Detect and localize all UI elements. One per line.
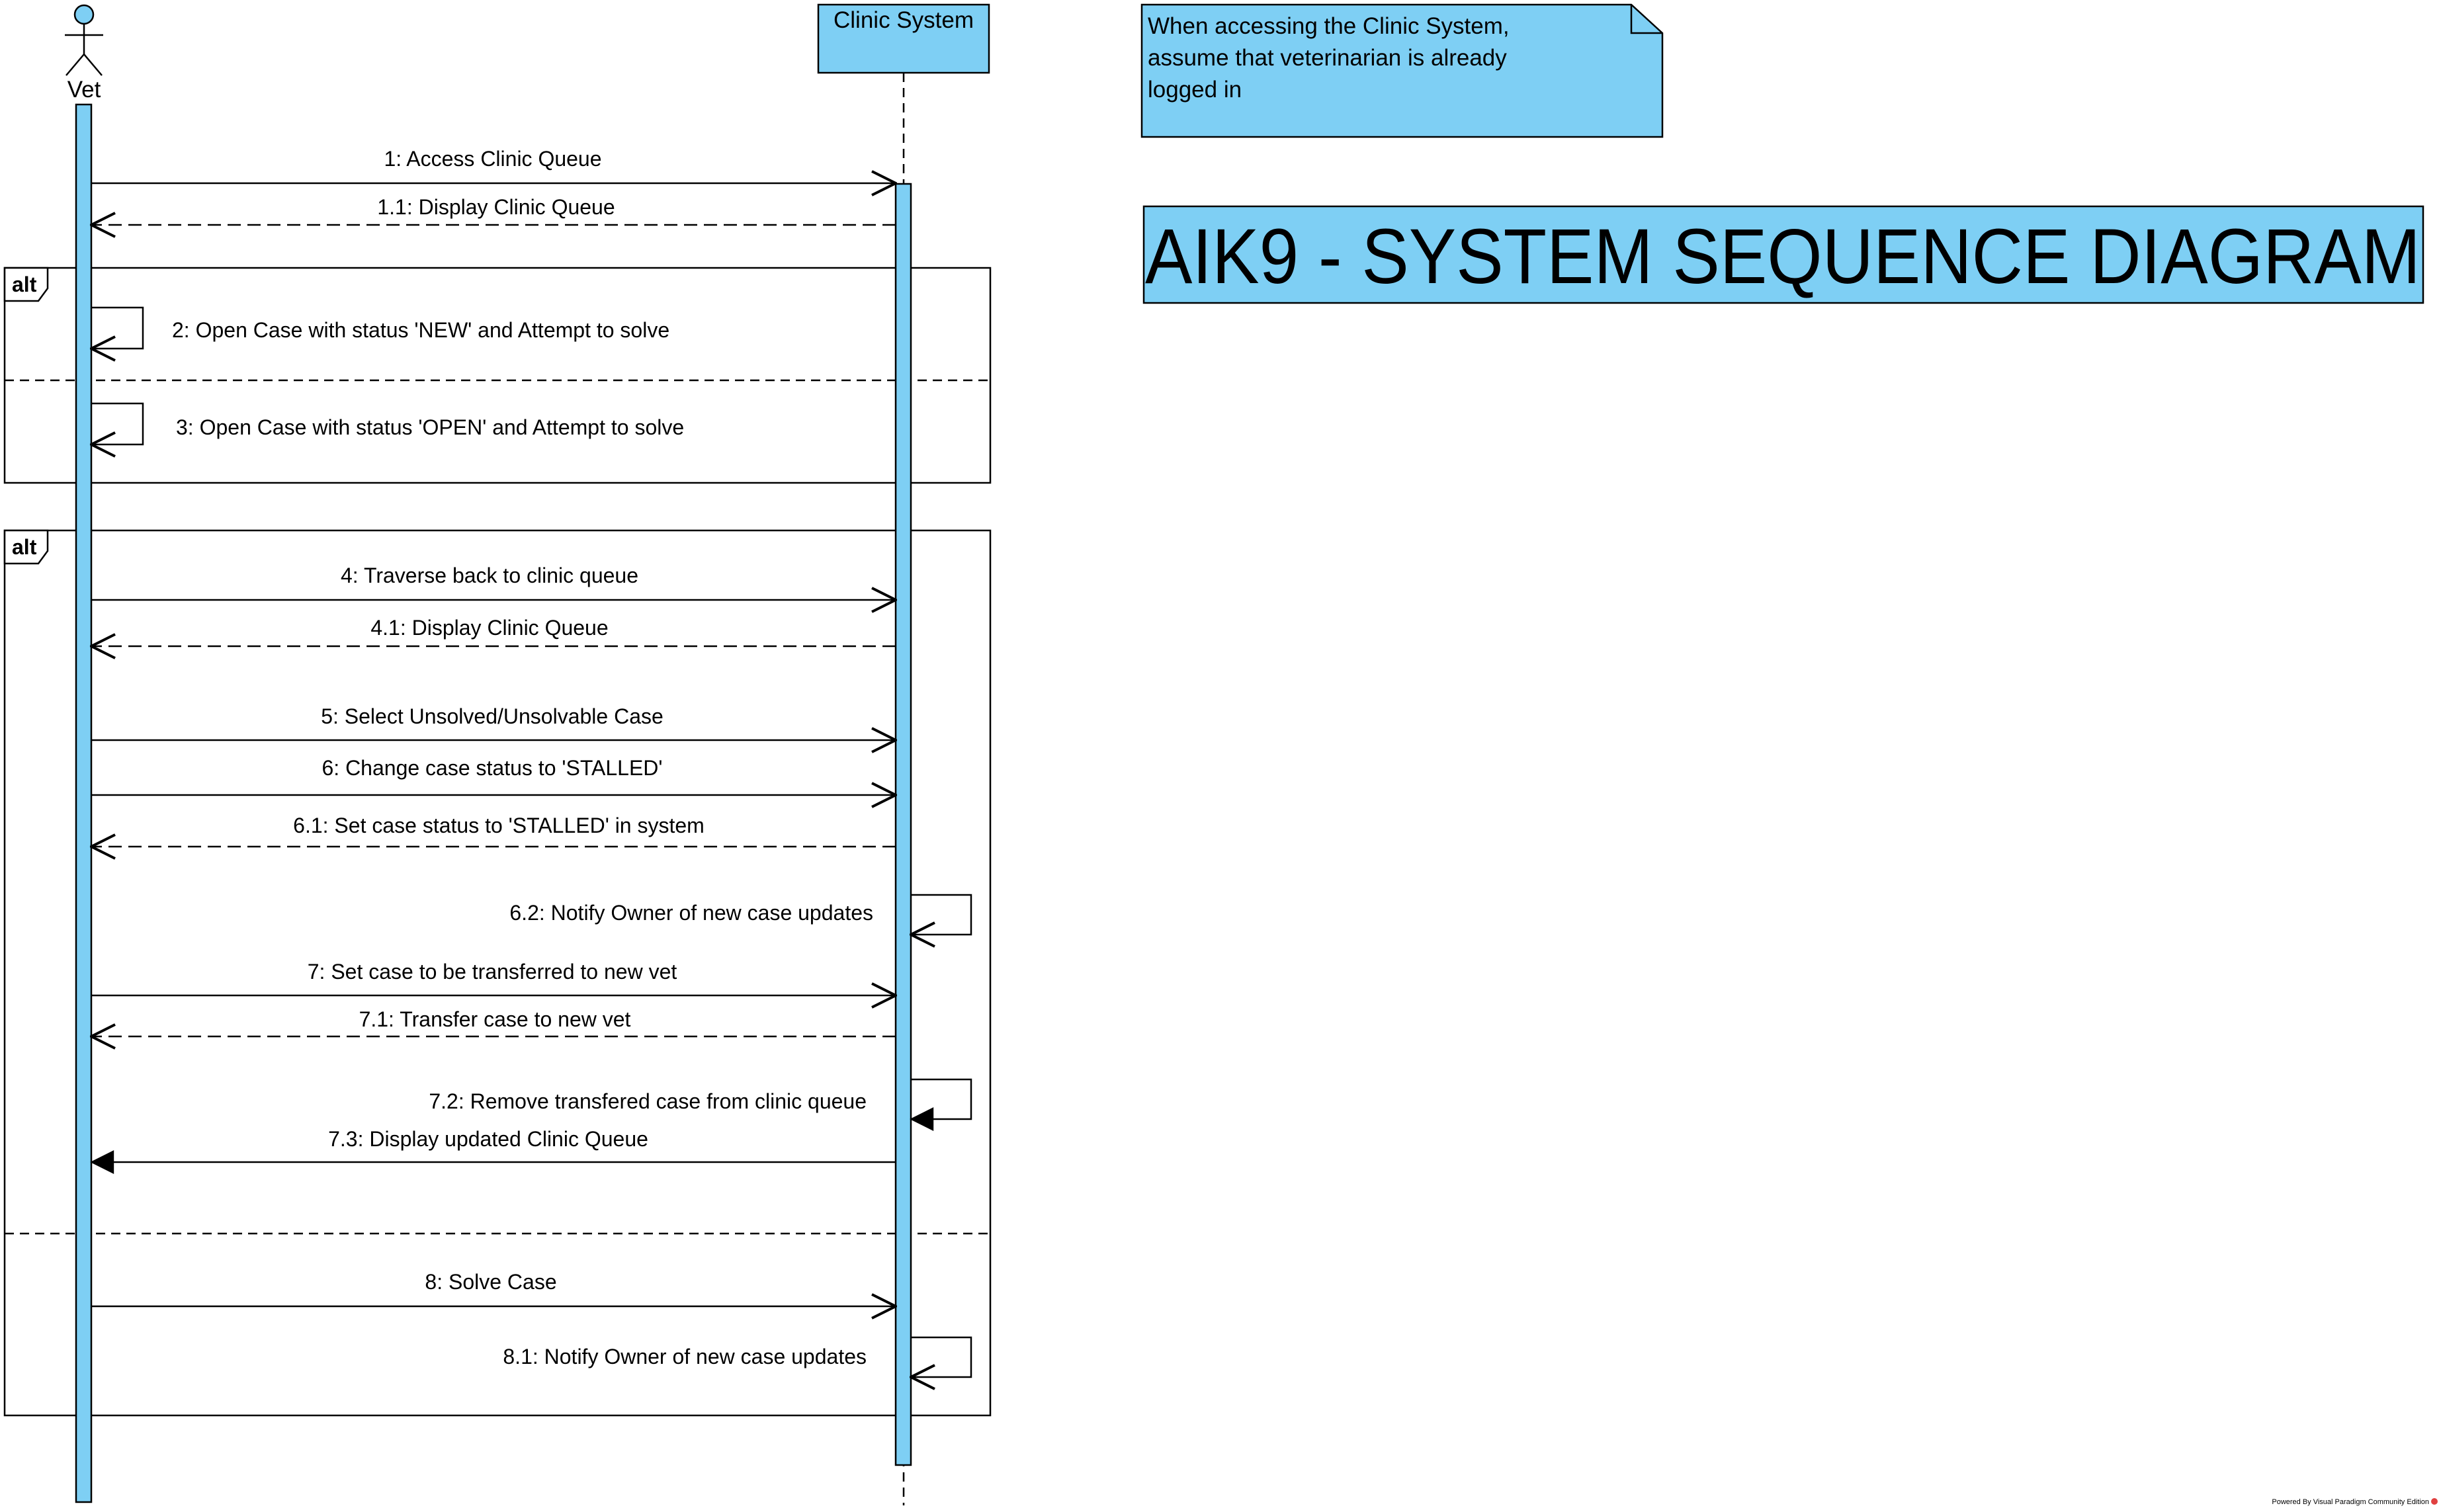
note[interactable]: When accessing the Clinic System, assume… xyxy=(1140,3,1664,138)
alt-fragment-2: alt xyxy=(3,529,992,1417)
footer-watermark: Powered By Visual Paradigm Community Edi… xyxy=(2272,1498,2438,1506)
diagram-title-text: AIK9 - SYSTEM SEQUENCE DIAGRAM xyxy=(1145,213,2420,300)
message-label: 8: Solve Case xyxy=(425,1270,556,1294)
vet-activation-bar xyxy=(75,103,93,1503)
message-4[interactable]: 4: Traverse back to clinic queue xyxy=(91,564,896,600)
message-6[interactable]: 6: Change case status to 'STALLED' xyxy=(91,756,896,795)
message-8-1[interactable]: 8.1: Notify Owner of new case updates xyxy=(503,1336,972,1377)
vet-actor-label: Vet xyxy=(67,77,101,103)
message-label: 6.1: Set case status to 'STALLED' in sys… xyxy=(293,814,705,837)
message-label: 5: Select Unsolved/Unsolvable Case xyxy=(321,704,664,728)
message-label: 1.1: Display Clinic Queue xyxy=(377,195,615,219)
message-7-2[interactable]: 7.2: Remove transfered case from clinic … xyxy=(429,1078,972,1131)
message-1-1[interactable]: 1.1: Display Clinic Queue xyxy=(91,195,896,225)
message-4-1[interactable]: 4.1: Display Clinic Queue xyxy=(91,616,896,646)
message-6-2[interactable]: 6.2: Notify Owner of new case updates xyxy=(509,894,972,935)
message-label: 7.2: Remove transfered case from clinic … xyxy=(429,1089,867,1113)
visual-paradigm-logo-icon xyxy=(2431,1498,2438,1505)
alt-fragment-1: alt xyxy=(3,267,992,484)
actor-head-icon xyxy=(73,4,95,25)
note-line: logged in xyxy=(1148,77,1242,103)
message-1[interactable]: 1: Access Clinic Queue xyxy=(91,147,896,183)
message-label: 1: Access Clinic Queue xyxy=(384,147,601,171)
message-7-3[interactable]: 7.3: Display updated Clinic Queue xyxy=(90,1127,896,1174)
message-5[interactable]: 5: Select Unsolved/Unsolvable Case xyxy=(91,704,896,740)
clinic-system-lifeline-head[interactable]: Clinic System xyxy=(817,3,990,74)
footer-text: Powered By Visual Paradigm Community Edi… xyxy=(2272,1498,2429,1506)
message-3[interactable]: 3: Open Case with status 'OPEN' and Atte… xyxy=(91,402,684,444)
clinic-system-label: Clinic System xyxy=(834,7,974,33)
message-label: 4.1: Display Clinic Queue xyxy=(370,616,608,640)
message-label: 7: Set case to be transferred to new vet xyxy=(308,960,677,984)
message-label: 8.1: Notify Owner of new case updates xyxy=(503,1345,867,1368)
note-line: assume that veterinarian is already xyxy=(1148,45,1507,71)
message-label: 6: Change case status to 'STALLED' xyxy=(321,756,662,780)
message-7-1[interactable]: 7.1: Transfer case to new vet xyxy=(91,1007,896,1036)
message-label: 4: Traverse back to clinic queue xyxy=(341,564,638,587)
message-6-1[interactable]: 6.1: Set case status to 'STALLED' in sys… xyxy=(91,814,896,847)
message-8[interactable]: 8: Solve Case xyxy=(91,1270,896,1306)
clinic-system-activation-bar xyxy=(894,183,912,1466)
message-label: 7.1: Transfer case to new vet xyxy=(359,1007,631,1031)
alt-operator-label: alt xyxy=(12,273,37,296)
message-label: 6.2: Notify Owner of new case updates xyxy=(509,901,873,925)
alt-operator-label: alt xyxy=(12,535,37,559)
vet-actor[interactable]: Vet xyxy=(65,4,103,103)
message-label: 7.3: Display updated Clinic Queue xyxy=(328,1127,648,1151)
diagram-title: AIK9 - SYSTEM SEQUENCE DIAGRAM xyxy=(1142,205,2424,304)
message-label: 2: Open Case with status 'NEW' and Attem… xyxy=(172,318,669,342)
note-line: When accessing the Clinic System, xyxy=(1148,13,1510,39)
message-label: 3: Open Case with status 'OPEN' and Atte… xyxy=(176,415,684,439)
message-7[interactable]: 7: Set case to be transferred to new vet xyxy=(91,960,896,995)
message-2[interactable]: 2: Open Case with status 'NEW' and Attem… xyxy=(91,306,669,349)
